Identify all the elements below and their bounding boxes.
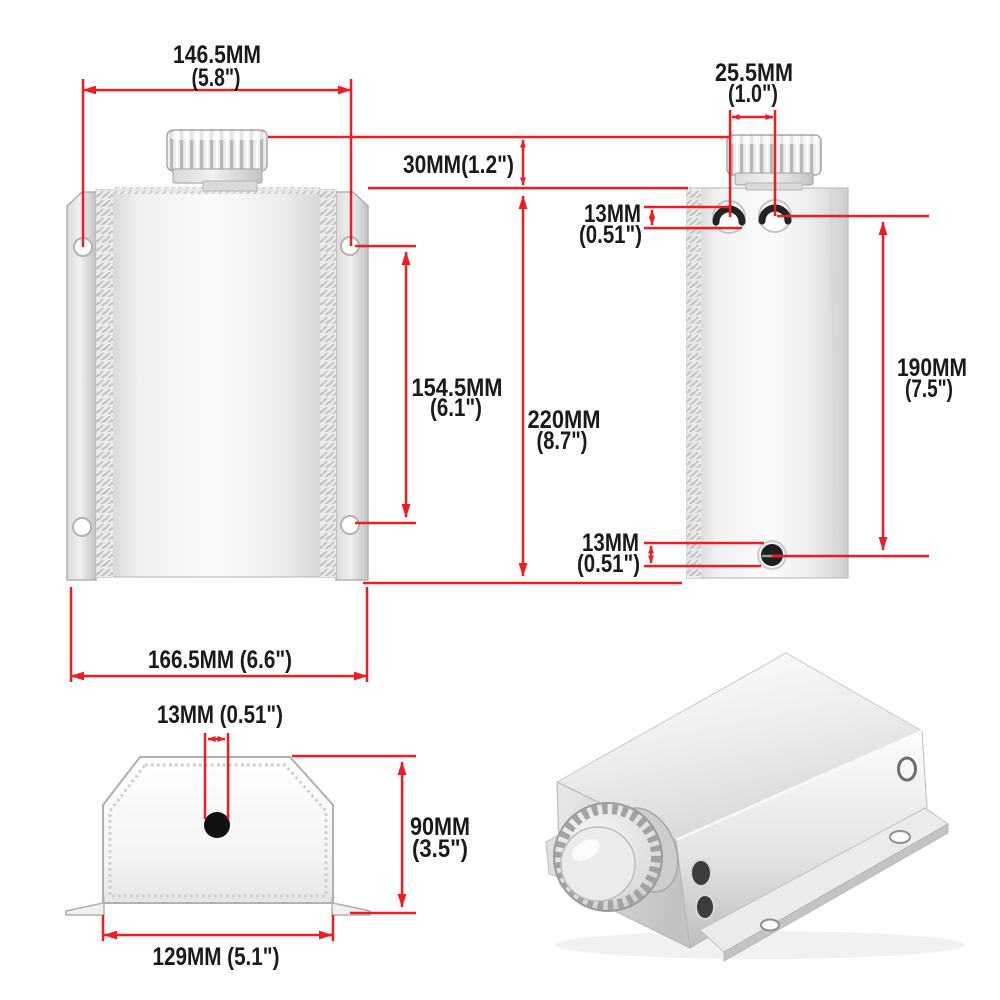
neck-height-label: 30MM(1.2"): [403, 151, 514, 179]
tank3d-flange-edge: [723, 823, 949, 962]
tank3d-port-lower: [695, 894, 715, 920]
overall-height-inch-label: (8.7"): [537, 427, 588, 455]
tank3d-flange-hole-right: [889, 830, 911, 844]
dim-front-width: 146.5MM (5.8"): [81, 41, 353, 247]
bottom-view: [65, 756, 371, 916]
bottom-bracket-foot-left: [65, 890, 105, 916]
dim-overall-height: 220MM (8.7"): [518, 195, 601, 577]
tank3d-cap-face-highlight: [572, 839, 600, 861]
dim-neck-height: 30MM(1.2"): [403, 139, 526, 186]
front-mount-hole-bottom-left: [72, 517, 92, 537]
base-hole-diameter-label: 13MM (0.51"): [157, 701, 283, 729]
dim-overall-width: 166.5MM (6.6"): [69, 587, 369, 682]
side-view: [686, 134, 849, 579]
dim-port-span-height: 190MM (7.5"): [772, 214, 967, 558]
top-port-diameter-inch-label: (0.51"): [579, 221, 642, 249]
tank3d-side-mount-hole: [897, 756, 917, 782]
product-shadow: [555, 931, 965, 959]
tank3d-cap-face: [560, 826, 636, 902]
tank3d-cap-knurl-teeth-icon: [555, 804, 661, 910]
dim-body-depth: 90MM (3.5"): [292, 754, 470, 915]
overall-height-mm-label: 220MM: [528, 406, 601, 434]
front-weld-seam-left-icon: [96, 190, 113, 577]
port-span-height-mm-label: 190MM: [897, 354, 967, 382]
front-width-inch-label: (5.8"): [192, 64, 241, 92]
port-span-height-inch-label: (7.5"): [905, 375, 953, 403]
port-spacing-mm-label: 25.5MM: [715, 59, 793, 87]
tank3d-port-upper: [690, 859, 712, 887]
port-spacing-inch-label: (1.0"): [728, 80, 778, 108]
dim-top-port-diameter: 13MM (0.51"): [579, 200, 742, 249]
side-edge-crease: [829, 190, 840, 577]
tank3d-flange-hole-left: [760, 918, 780, 932]
front-filler-cap-neck: [202, 180, 258, 192]
front-filler-cap-highlight: [170, 131, 264, 140]
drain-diameter-mm-label: 13MM: [582, 529, 639, 557]
bottom-drain-hole: [204, 812, 230, 838]
mount-hole-span-mm-label: 154.5MM: [412, 374, 503, 402]
side-tank-body: [686, 187, 849, 579]
side-weld-seam-left-icon: [687, 188, 701, 578]
dim-port-spacing: 25.5MM (1.0"): [715, 59, 793, 217]
perspective-view: [545, 652, 965, 962]
dim-mount-hole-span: 154.5MM (6.1"): [355, 244, 503, 525]
front-weld-seam-right-icon: [320, 190, 336, 577]
tank3d-top-edge-highlight: [675, 729, 923, 842]
body-depth-inch-label: (3.5"): [412, 835, 468, 863]
bottom-bracket-foot-right: [331, 890, 371, 916]
front-width-mm-label: 146.5MM: [173, 41, 261, 69]
front-tank-body: [95, 189, 337, 578]
base-width-label: 129MM (5.1"): [153, 943, 280, 971]
body-depth-mm-label: 90MM: [410, 813, 470, 841]
drain-diameter-inch-label: (0.51"): [577, 550, 640, 578]
dim-base-width: 129MM (5.1"): [101, 915, 335, 971]
front-view: [66, 129, 369, 581]
dim-drain-diameter: 13MM (0.51"): [577, 529, 764, 578]
bottom-bracket-weld-stitch-icon: [108, 763, 328, 898]
dim-base-hole-diameter: 13MM (0.51"): [157, 701, 283, 819]
top-port-diameter-mm-label: 13MM: [584, 200, 641, 228]
mount-hole-span-inch-label: (6.1"): [430, 394, 482, 422]
overall-width-label: 166.5MM (6.6"): [148, 646, 292, 674]
front-mount-hole-bottom-right: [340, 515, 360, 535]
dimensions: 146.5MM (5.8") 30MM(1.2") 25.5MM (1.0") …: [69, 41, 967, 971]
